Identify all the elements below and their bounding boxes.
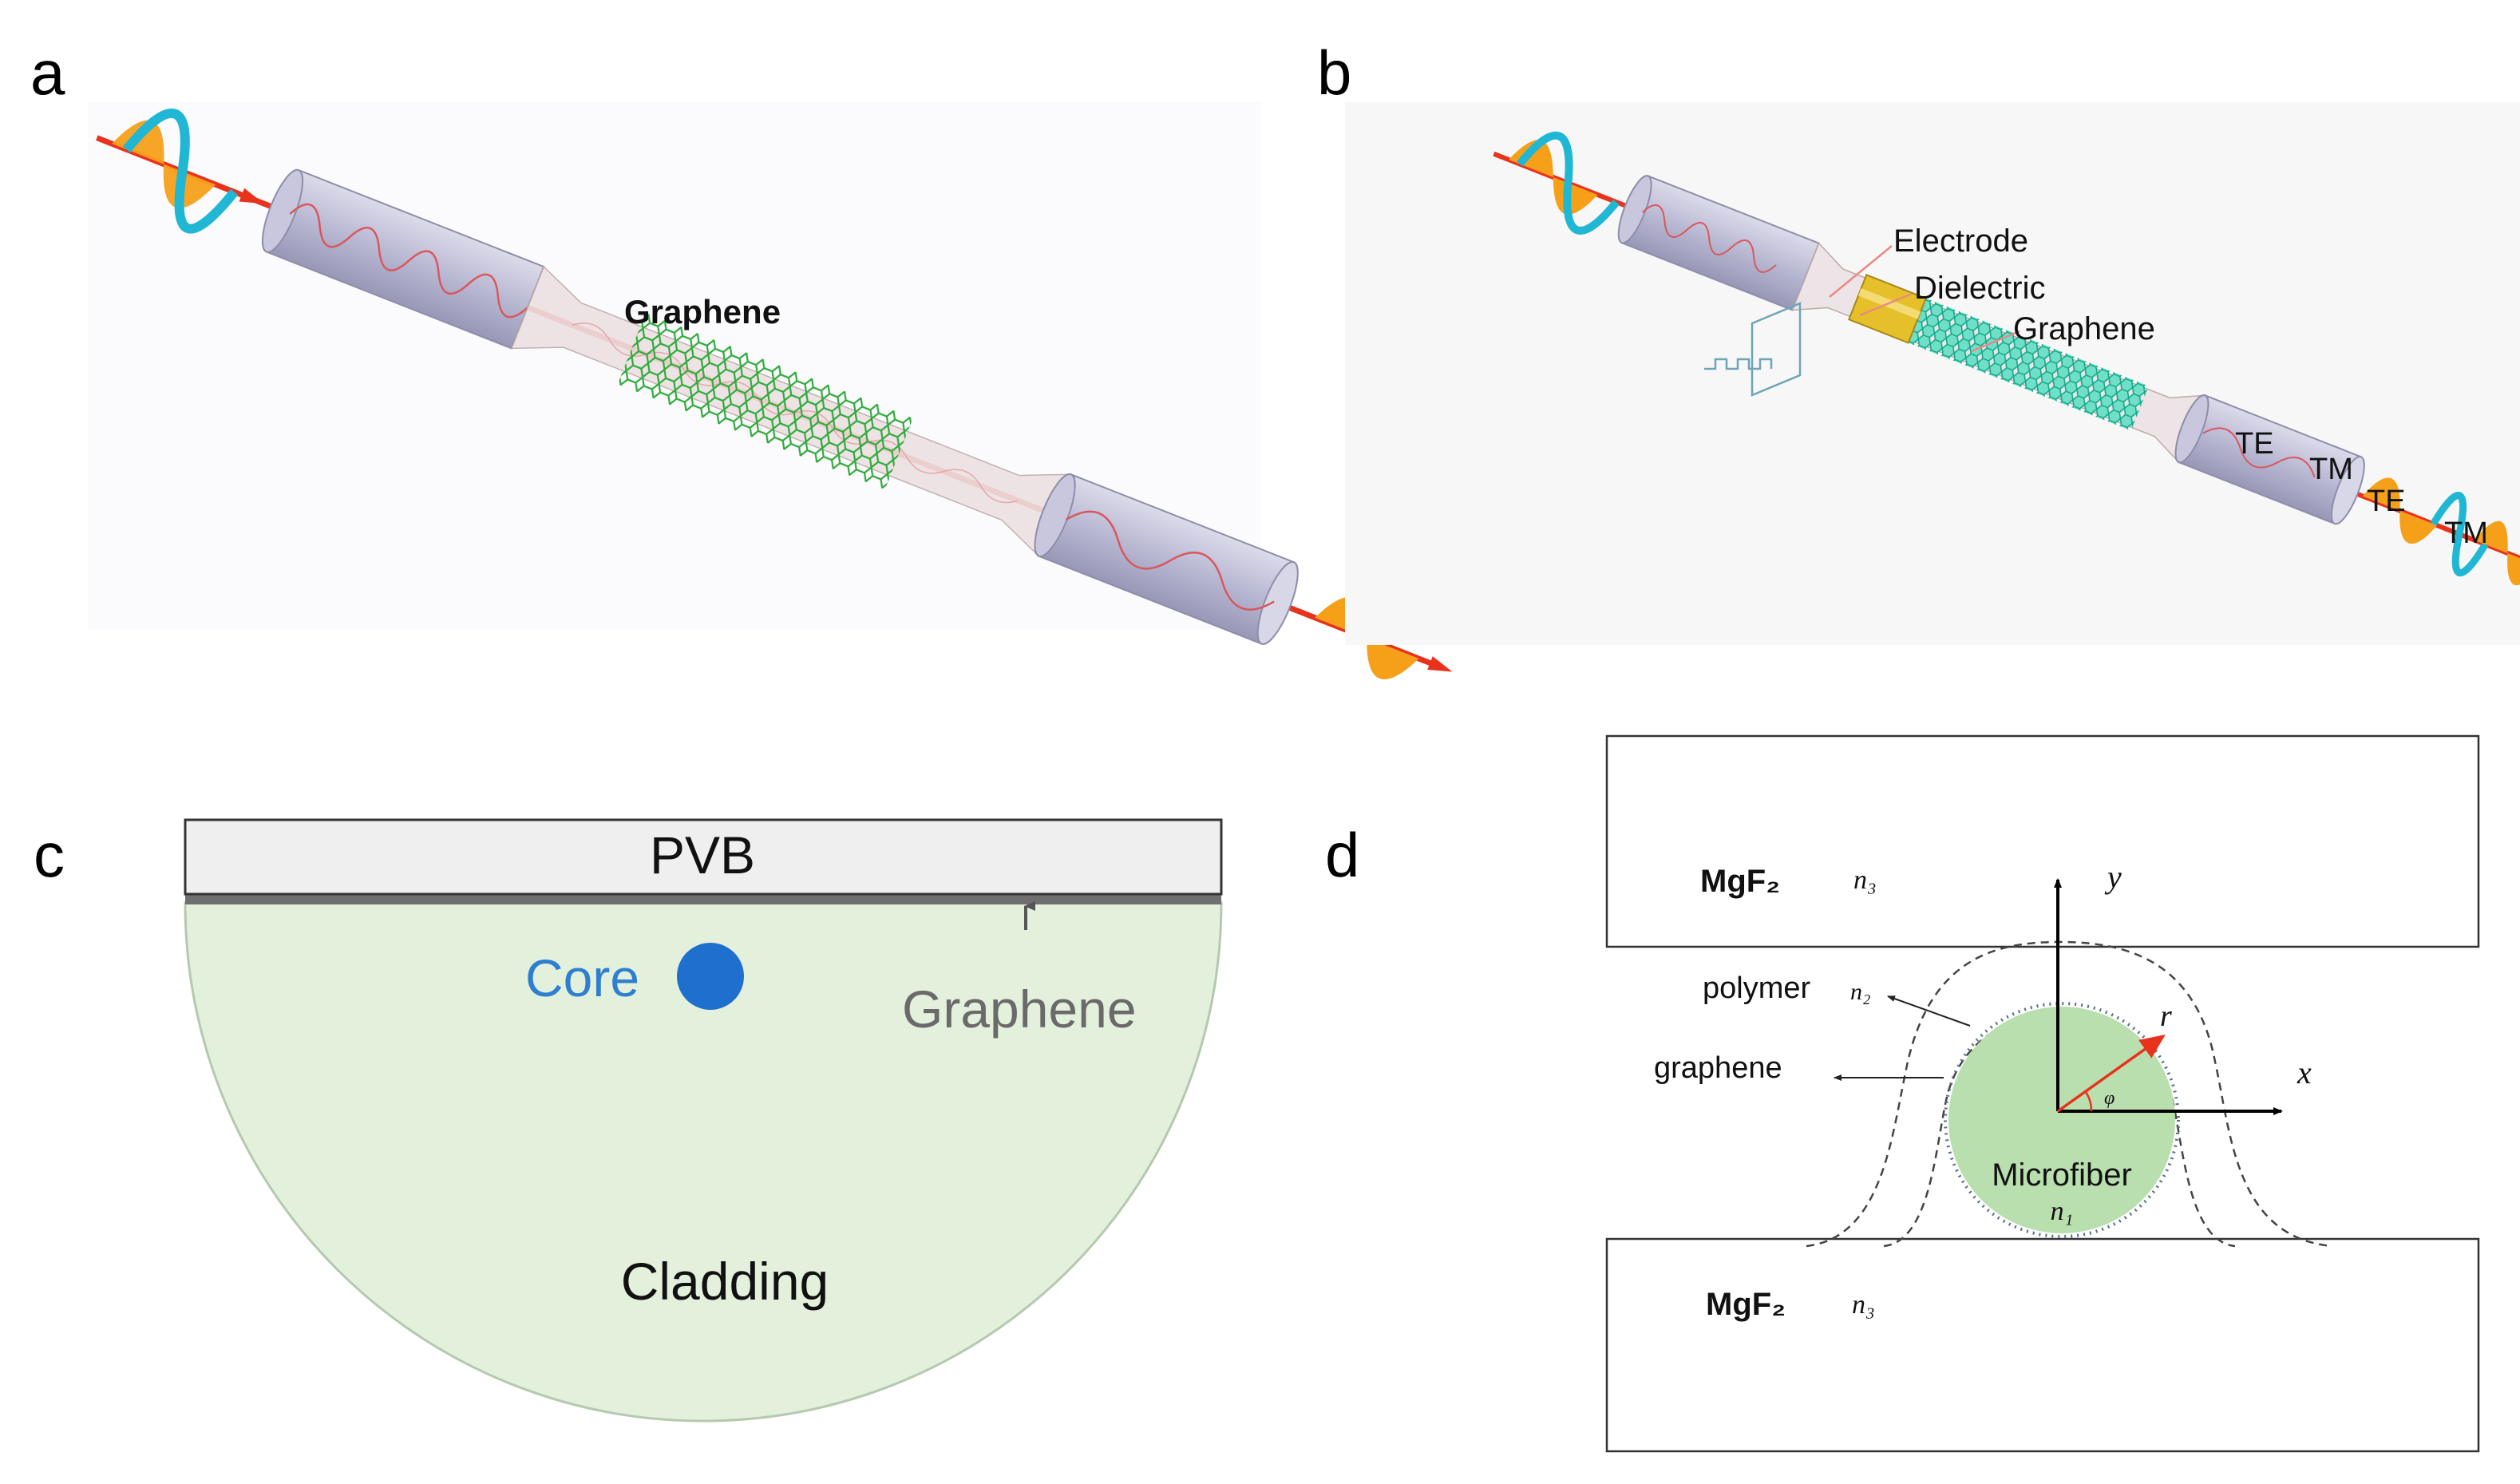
radius-label: r	[2160, 999, 2172, 1033]
polymer-boundary-outer	[1806, 940, 2333, 1248]
phi-label: φ	[2104, 1088, 2115, 1109]
output-arrowhead	[1427, 656, 1453, 672]
panel-b: b	[1317, 38, 2520, 645]
panel-a-letter: a	[30, 38, 65, 108]
right-fiber-end	[1256, 560, 1299, 645]
mgf2-bottom-substrate	[1605, 1237, 2480, 1453]
dielectric-label: Dielectric	[1914, 271, 2045, 306]
panel-d-letter: d	[1325, 820, 1359, 890]
b-left-fiber-end	[1617, 175, 1652, 244]
graphene-coating-d	[1944, 1002, 2180, 1238]
core-circle	[677, 943, 744, 1010]
square-wave-signal	[1704, 358, 1773, 370]
n1-label: n₁	[2051, 1197, 2074, 1226]
b-output-wave-tm1	[2430, 492, 2489, 576]
panel-a-fiber-assembly	[96, 109, 1453, 680]
electrode-leader-line	[1829, 245, 1893, 298]
y-axis-label: y	[2104, 859, 2122, 895]
input-wave-cyan	[122, 109, 239, 234]
panel-d: d MgF₂ n₃ MgF₂ n₃ y x r φ Microfiber n₁ …	[1325, 734, 2480, 1453]
microfiber-core	[1948, 1007, 2175, 1233]
voltage-plane-outline	[1751, 302, 1802, 397]
n3-bottom-label: n₃	[1852, 1290, 1875, 1320]
graphene-sheet-b	[1849, 275, 2149, 431]
panel-b-fiber-assembly	[1493, 131, 2520, 586]
panel-a-graphene-label: Graphene	[624, 293, 781, 330]
polymer-label: polymer	[1703, 972, 1810, 1005]
input-arrowhead	[239, 188, 264, 204]
panel-c: c PVB Core Graphene Cladding	[34, 818, 1223, 1423]
voltage-plane	[1704, 302, 1802, 397]
b-output-wave-te2	[2474, 520, 2520, 586]
mgf2-top-label: MgF₂	[1700, 864, 1780, 899]
n3-top-label: n₃	[1853, 865, 1877, 895]
cladding-region	[184, 901, 1223, 1423]
left-fiber-mode-pattern	[289, 203, 528, 319]
electrode-label: Electrode	[1893, 224, 2028, 259]
b-left-mode-pattern	[1641, 204, 1777, 273]
microfiber-label: Microfiber	[1992, 1158, 2132, 1193]
pvb-layer	[184, 818, 1223, 896]
panel-c-graphene-label: Graphene	[902, 979, 1137, 1039]
n2-label: n₂	[1850, 979, 1870, 1005]
b-right-fiber-start	[2174, 394, 2209, 464]
graphene-layer-c	[185, 894, 1221, 904]
core-label: Core	[525, 948, 639, 1007]
graphene-label-d: graphene	[1654, 1051, 1782, 1085]
panel-b-letter: b	[1317, 38, 1351, 108]
b-right-mode-pattern	[2202, 427, 2316, 477]
graphene-sheet-a	[617, 312, 913, 490]
polymer-boundary-inner	[1883, 1012, 2236, 1248]
b-right-fiber-end	[2330, 456, 2365, 525]
mgf2-bottom-label: MgF₂	[1706, 1287, 1786, 1322]
dielectric-leader-line	[1859, 292, 1913, 317]
mgf2-top-substrate	[1605, 734, 2480, 948]
panel-b-background	[1345, 102, 2520, 645]
te-label-2: TE	[2367, 485, 2406, 518]
right-fiber-mode-pattern	[1065, 510, 1275, 611]
panel-a: a Graphene	[30, 38, 1453, 680]
b-input-wave-cyan	[1517, 131, 1620, 235]
tm-label-2: TM	[2444, 516, 2488, 550]
panel-c-letter: c	[34, 820, 65, 890]
graphene-b-leader-line	[1971, 330, 2020, 353]
polymer-arrow	[1887, 995, 1971, 1027]
radius-vector	[2056, 1034, 2166, 1113]
left-fiber-end	[261, 168, 304, 253]
tm-label-1: TM	[2309, 453, 2353, 486]
x-axis-label: x	[2296, 1055, 2312, 1090]
phi-arc	[2084, 1091, 2093, 1112]
te-label-1: TE	[2235, 427, 2274, 461]
panel-b-graphene-label: Graphene	[2013, 311, 2155, 346]
pvb-label: PVB	[650, 825, 755, 884]
cladding-label: Cladding	[621, 1252, 829, 1311]
